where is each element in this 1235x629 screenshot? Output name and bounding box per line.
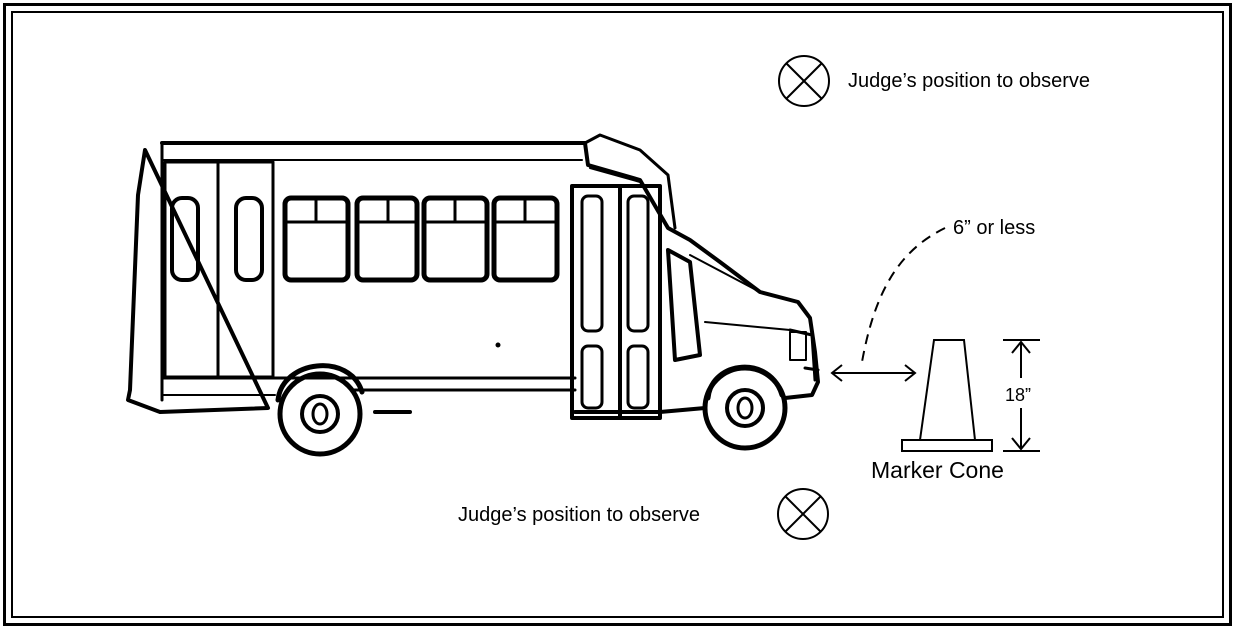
judge-marker-top <box>778 55 830 107</box>
judge-marker-bottom <box>777 488 829 540</box>
cone-height-label: 18” <box>1005 385 1031 405</box>
clearance-arrow <box>830 364 917 382</box>
inner-border <box>11 11 1224 618</box>
judge-position-label-top: Judge’s position to observe <box>848 70 1090 92</box>
clearance-label: 6” or less <box>953 217 1035 239</box>
outer-border <box>3 3 1232 626</box>
cone-height-dimension <box>1003 339 1040 452</box>
traffic-cone-icon <box>901 339 993 452</box>
marker-cone-label: Marker Cone <box>871 457 1004 483</box>
judge-position-label-bottom: Judge’s position to observe <box>458 504 700 526</box>
shuttle-bus-icon <box>126 133 820 457</box>
clearance-leader-line <box>861 227 946 363</box>
